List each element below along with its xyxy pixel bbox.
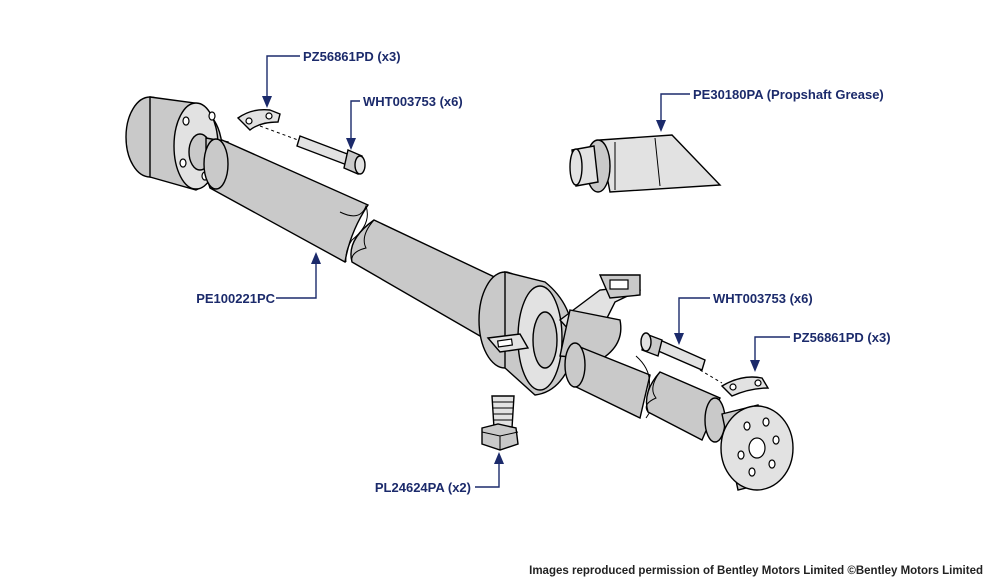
callout-bolt[interactable]: PL24624PA (x2) (375, 480, 471, 495)
hex-bolt (481, 395, 519, 451)
cap-screw-rear (640, 332, 706, 371)
callout-grease[interactable]: PE30180PA (Propshaft Grease) (693, 87, 884, 102)
grease-tube (569, 134, 722, 193)
shaft-tube-middle (350, 219, 506, 337)
callout-pz-right[interactable]: PZ56861PD (x3) (793, 330, 891, 345)
leader-grease (656, 93, 690, 132)
leader-bolt (475, 452, 504, 488)
copyright-credit: Images reproduced permission of Bentley … (529, 565, 983, 577)
leader-wht-top (346, 100, 360, 150)
shaft-tube-front (203, 137, 370, 264)
rear-flange (720, 404, 794, 491)
clamp-segment-rear (699, 369, 770, 397)
leader-wht-right (674, 297, 710, 345)
callout-wht-top[interactable]: WHT003753 (x6) (363, 94, 463, 109)
callout-shaft[interactable]: PE100221PC (196, 291, 275, 306)
leader-pz-top (262, 55, 300, 108)
leader-shaft (276, 252, 321, 299)
cap-screw-front (296, 135, 366, 175)
shaft-tube-rear (564, 342, 726, 443)
clamp-segment-front (236, 108, 299, 141)
callout-wht-right[interactable]: WHT003753 (x6) (713, 291, 813, 306)
centre-bearing (478, 271, 642, 396)
callout-pz-top[interactable]: PZ56861PD (x3) (303, 49, 401, 64)
leader-pz-right (750, 336, 790, 372)
